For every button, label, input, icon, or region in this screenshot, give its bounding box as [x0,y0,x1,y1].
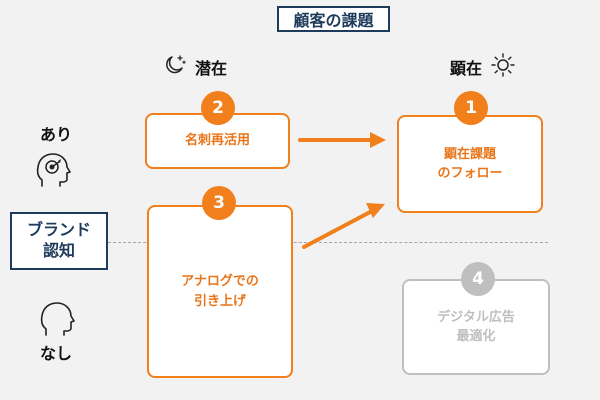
awareness-divider [108,242,548,243]
card-4-line1: デジタル広告 [437,309,515,325]
card-4-number-badge: 4 [461,262,495,296]
brand-awareness-line2: 認知 [42,241,75,260]
person-target-icon [36,150,76,194]
sun-icon [490,53,516,81]
card-digital-ad-optimization: デジタル広告 最適化 [402,279,550,375]
card-manifest-issue-follow: 顕在課題 のフォロー [397,115,543,213]
person-head-icon [40,298,80,342]
row-label-no: なし [40,344,73,363]
card-3-line2: 引き上げ [193,293,246,309]
card-1-line1: 顕在課題 [443,146,496,162]
column-header-latent: 潜在 [163,55,227,79]
card-2-line1: 名刺再活用 [184,133,250,149]
card-3-line1: アナログでの [181,274,259,289]
card-1-line2: のフォロー [437,166,503,181]
card-1-number-badge: 1 [454,91,488,125]
card-4-line2: 最適化 [456,329,496,344]
column-label-manifest: 顕在 [450,59,483,78]
arrow-2-to-1 [298,132,386,148]
moon-stars-icon [163,54,187,80]
card-2-number-badge: 2 [201,91,235,125]
card-analog-uplift: アナログでの 引き上げ [147,205,293,378]
brand-awareness-label: ブランド 認知 [10,212,108,270]
brand-awareness-line1: ブランド [26,220,91,240]
arrow-3-to-1 [302,203,385,249]
column-header-manifest: 顕在 [450,53,516,81]
card-3-number-badge: 3 [202,186,236,220]
diagram-title: 顧客の課題 [277,6,390,32]
column-label-latent: 潜在 [195,59,228,78]
row-label-yes: あり [40,125,73,144]
